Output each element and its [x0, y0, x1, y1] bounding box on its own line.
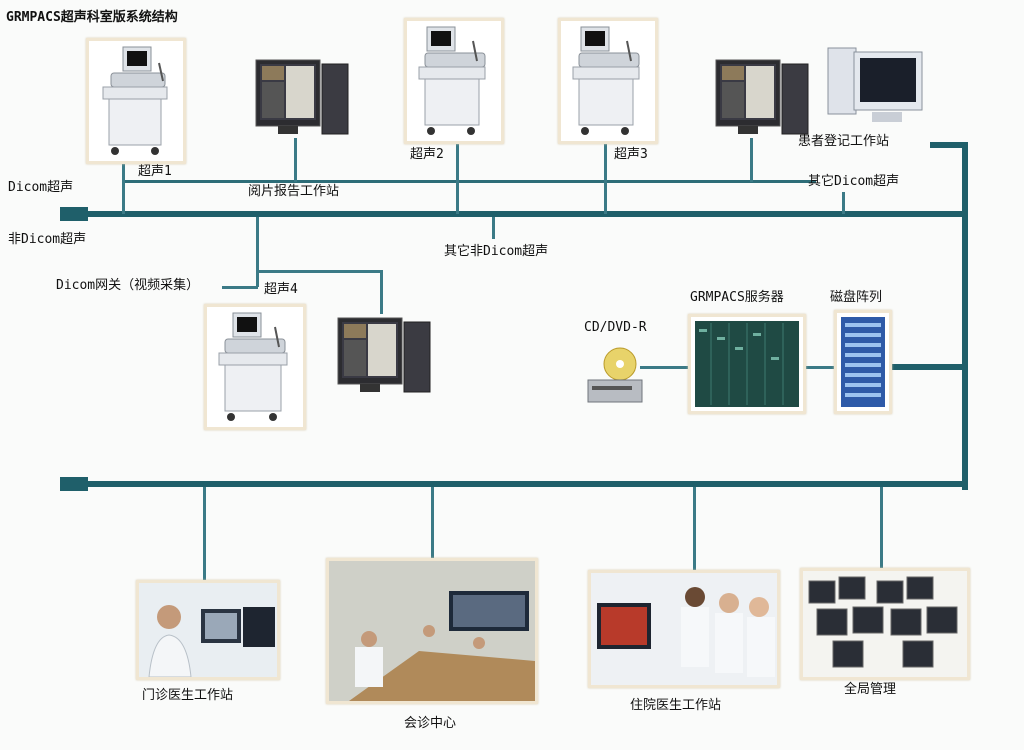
- diagram-title: GRMPACS超声科室版系统结构: [6, 10, 178, 25]
- wire-us3: [604, 140, 607, 214]
- wire-server-disk: [804, 366, 836, 369]
- label-consult-center: 会诊中心: [404, 716, 457, 731]
- consult-center-photo: [326, 558, 538, 704]
- monitor-tower-icon: [255, 59, 349, 135]
- wire-inpatient: [693, 487, 696, 573]
- ultrasound-2: [404, 18, 504, 144]
- label-registration-ws: 患者登记工作站: [798, 134, 890, 149]
- wire-global: [880, 487, 883, 569]
- wire-ws-2: [750, 138, 753, 182]
- desktop-pc-icon: [827, 47, 923, 122]
- label-us4: 超声4: [264, 282, 298, 297]
- ultrasound-3: [558, 18, 658, 144]
- monitor-tower-icon: [715, 59, 809, 135]
- monitors-group-icon: [803, 571, 967, 677]
- label-server: GRMPACS服务器: [690, 290, 784, 305]
- ultrasound-1: [86, 38, 186, 164]
- wire-us1: [122, 160, 125, 214]
- dicom-bus-line: [86, 211, 966, 217]
- label-dicom-us: Dicom超声: [8, 180, 74, 195]
- registration-pc: [824, 40, 928, 130]
- wire-gateway-h: [222, 286, 258, 289]
- doctor-workstation-icon: [139, 583, 277, 677]
- reading-workstation-3: [336, 314, 432, 396]
- main-trunk-line: [962, 142, 968, 490]
- wire-other-non-dicom: [492, 217, 495, 239]
- label-gateway: Dicom网关（视频采集）: [56, 278, 200, 293]
- label-cd-dvd: CD/DVD-R: [584, 320, 647, 335]
- lower-bus-line: [86, 481, 968, 487]
- meeting-room-icon: [329, 561, 535, 701]
- label-us2: 超声2: [410, 147, 444, 162]
- label-inpatient-ws: 住院医生工作站: [630, 698, 722, 713]
- grmpacs-server: [688, 314, 806, 414]
- disk-array: [834, 310, 892, 414]
- label-global-mgmt: 全局管理: [844, 682, 897, 697]
- wire-other-dicom: [842, 192, 845, 214]
- cd-dvd-burner: [586, 344, 644, 408]
- ultrasound-machine-icon: [572, 26, 640, 135]
- label-reading-ws: 阅片报告工作站: [248, 184, 340, 199]
- label-disk-array: 磁盘阵列: [830, 290, 883, 305]
- wire-reading-ws: [294, 138, 297, 182]
- wire-gateway: [256, 217, 259, 287]
- label-outpatient-ws: 门诊医生工作站: [142, 688, 234, 703]
- reading-workstation-2: [714, 56, 810, 138]
- cd-dvd-burner-icon: [587, 347, 643, 403]
- wire-consult: [431, 487, 434, 559]
- bus-terminator-top: [60, 207, 88, 221]
- outpatient-ws-photo: [136, 580, 280, 680]
- ultrasound-machine-icon: [418, 26, 486, 135]
- monitor-tower-icon: [337, 317, 431, 393]
- label-us1: 超声1: [138, 164, 172, 179]
- wire-outpatient: [203, 487, 206, 583]
- wire-us4-ws: [380, 270, 383, 314]
- inpatient-ws-photo: [588, 570, 780, 688]
- reading-workstation-1: [254, 56, 350, 138]
- doctors-group-icon: [591, 573, 777, 685]
- wire-disk-trunk: [888, 364, 966, 370]
- trunk-reg-link: [930, 142, 968, 148]
- wire-cd-server: [640, 366, 690, 369]
- ultrasound-machine-icon: [102, 46, 168, 155]
- global-mgmt-photo: [800, 568, 970, 680]
- label-us3: 超声3: [614, 147, 648, 162]
- dicom-sub-bus: [124, 180, 816, 183]
- label-non-dicom-us: 非Dicom超声: [8, 232, 87, 247]
- wire-us4-h: [256, 270, 382, 273]
- wire-us2: [456, 140, 459, 214]
- label-other-dicom: 其它Dicom超声: [808, 174, 900, 189]
- disk-array-icon: [841, 317, 885, 407]
- ultrasound-machine-icon: [218, 312, 288, 421]
- ultrasound-4: [204, 304, 306, 430]
- label-other-non-dicom: 其它非Dicom超声: [444, 244, 549, 259]
- bus-terminator-bottom: [60, 477, 88, 491]
- server-rack-icon: [695, 321, 799, 407]
